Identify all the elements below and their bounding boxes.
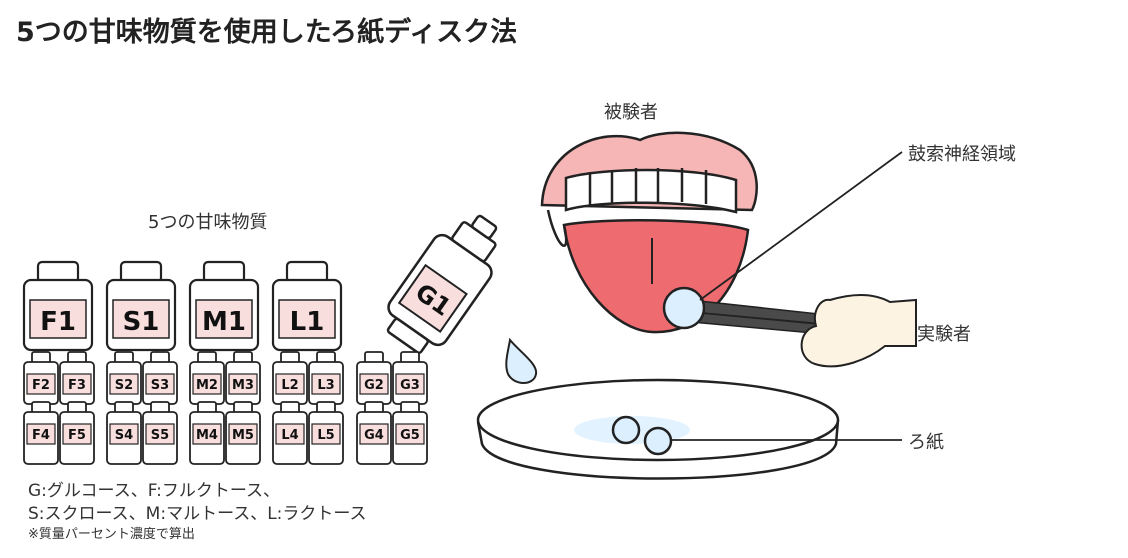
small-bottle: L2 (272, 351, 308, 405)
teeth (564, 168, 738, 214)
experimenter-hand (800, 294, 917, 368)
small-bottle-label: F4 (32, 428, 50, 443)
small-bottle-label: F5 (68, 428, 86, 443)
small-bottle: M5 (225, 401, 261, 465)
small-bottle: G4 (356, 401, 392, 465)
legend-line-2: S:スクロース、M:マルトース、L:ラクトース (28, 504, 367, 524)
small-bottle-label: S4 (115, 428, 133, 443)
small-bottle: S4 (106, 401, 142, 465)
small-bottle-label: G2 (364, 378, 384, 393)
subject-label: 被験者 (604, 102, 658, 123)
small-bottle: L4 (272, 401, 308, 465)
large-bottle: F1 (22, 260, 94, 352)
filter-disc-on-tongue (662, 286, 706, 330)
filter-paper-label: ろ紙 (908, 432, 944, 453)
small-bottle-label: F3 (68, 378, 86, 393)
small-bottle-label: S2 (115, 378, 133, 393)
small-bottle: S2 (106, 351, 142, 405)
small-bottle-label: L5 (317, 428, 334, 443)
lower-lip-outline (546, 209, 568, 248)
legend-note: ※質量パーセント濃度で算出 (28, 527, 195, 542)
legend: G:グルコース、F:フルクトース、 S:スクロース、M:マルトース、L:ラクトー… (28, 480, 367, 544)
small-bottle: L5 (308, 401, 344, 465)
experimenter-label: 実験者 (917, 324, 971, 345)
large-bottle-label: M1 (202, 307, 246, 337)
large-bottle-label: F1 (40, 307, 76, 337)
page-title: 5つの甘味物質を使用したろ紙ディスク法 (16, 17, 518, 48)
small-bottle: G2 (356, 351, 392, 405)
small-bottle-label: L2 (281, 378, 298, 393)
dropper-bottle: G1 (386, 214, 498, 354)
small-bottle-label: F2 (32, 378, 50, 393)
small-bottle: F3 (59, 351, 95, 405)
small-bottle-label: M2 (196, 378, 218, 393)
small-bottle: G3 (392, 351, 428, 405)
small-bottle: L3 (308, 351, 344, 405)
small-bottle-label: L3 (317, 378, 334, 393)
drop (505, 337, 538, 384)
nerve-label: 鼓索神経領域 (908, 144, 1016, 165)
large-bottle-label: L1 (290, 307, 325, 337)
small-bottle: S5 (142, 401, 178, 465)
sweeteners-label: 5つの甘味物質 (148, 212, 268, 233)
petri-dish (476, 378, 840, 480)
small-bottle: F4 (23, 401, 59, 465)
small-bottle: F2 (23, 351, 59, 405)
small-bottle-label: S3 (151, 378, 169, 393)
small-bottle: S3 (142, 351, 178, 405)
large-bottle: S1 (105, 260, 177, 352)
mouth-illustration (540, 131, 758, 334)
nerve-pointer (699, 151, 903, 301)
small-bottle: M3 (225, 351, 261, 405)
small-bottle-label: M5 (232, 428, 254, 443)
small-bottle-label: L4 (281, 428, 298, 443)
small-bottle-label: M4 (196, 428, 218, 443)
small-bottle-label: G3 (400, 378, 420, 393)
small-bottle: M4 (189, 401, 225, 465)
small-bottle: M2 (189, 351, 225, 405)
large-bottle-label: S1 (123, 307, 160, 337)
small-bottle: F5 (59, 401, 95, 465)
filter-disc (643, 426, 673, 456)
small-bottle: G5 (392, 401, 428, 465)
small-bottle-label: G5 (400, 428, 420, 443)
legend-line-1: G:グルコース、F:フルクトース、 (28, 481, 281, 501)
large-bottle: L1 (271, 260, 343, 352)
large-bottle: M1 (188, 260, 260, 352)
small-bottle-label: S5 (151, 428, 169, 443)
small-bottle-label: M3 (232, 378, 254, 393)
filter-disc (611, 415, 641, 445)
small-bottle-label: G4 (364, 428, 384, 443)
tweezers (689, 299, 830, 335)
